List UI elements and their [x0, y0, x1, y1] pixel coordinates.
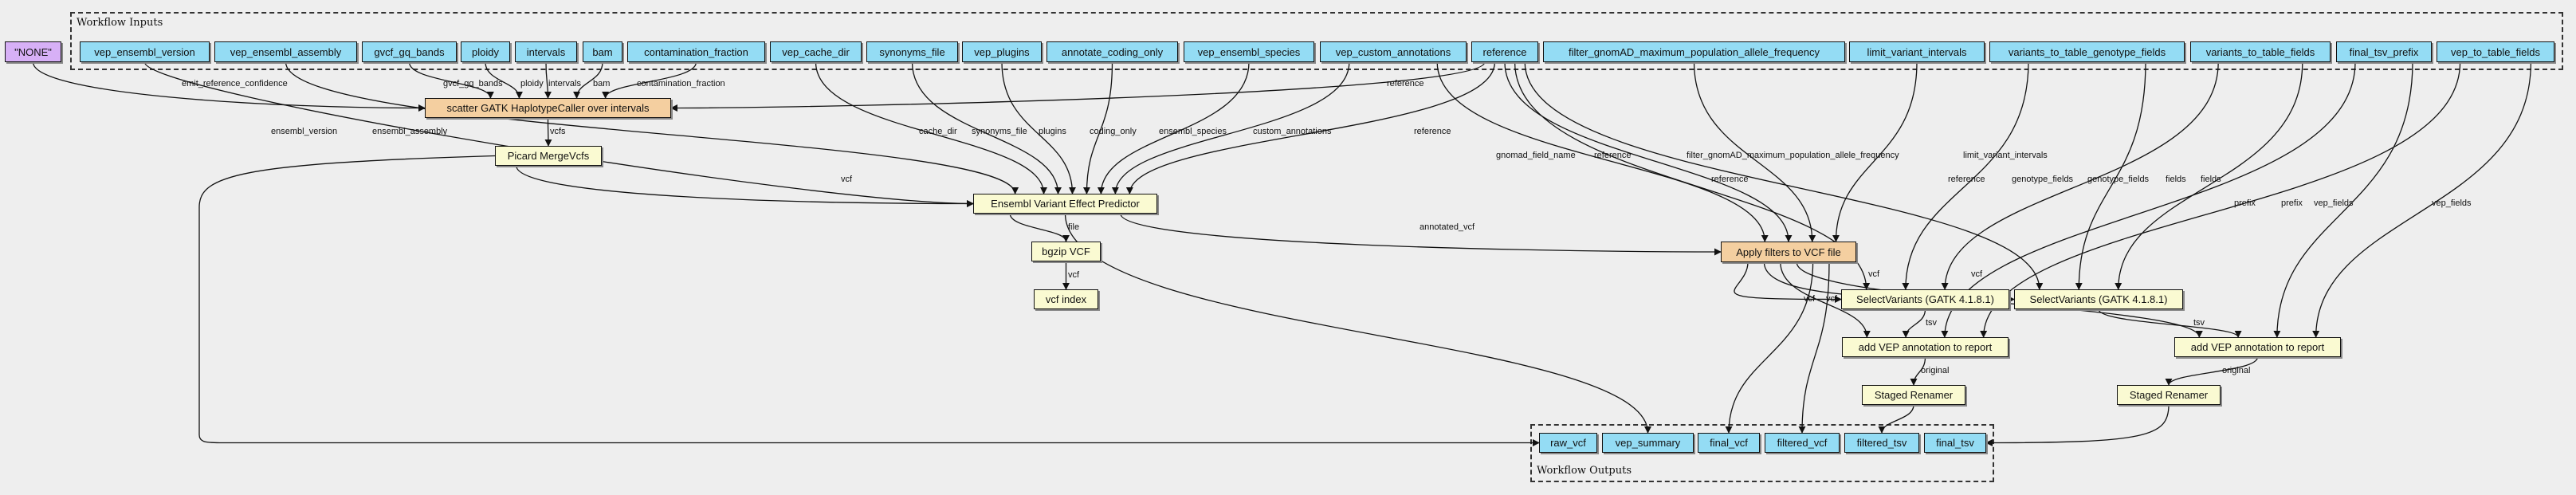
edge-vtt-genotype-fields-to-select1	[1902, 61, 2029, 290]
workflow-input-final-tsv-prefix[interactable]: final_tsv_prefix	[2336, 41, 2432, 62]
edge-vep-to-table-fields-to-addvep2	[2312, 61, 2532, 338]
workflow-step-renamer2[interactable]: Staged Renamer	[2117, 385, 2221, 405]
workflow-step-apply-filters[interactable]: Apply filters to VCF file	[1721, 242, 1856, 262]
edge-vtt-fields-to-select2	[2115, 61, 2303, 290]
workflow-step-select1[interactable]: SelectVariants (GATK 4.1.8.1)	[1841, 289, 2009, 309]
edge-gvcf-gq-bands-to-haplotypecaller	[408, 61, 494, 99]
workflow-input-vep-ensembl-assembly[interactable]: vep_ensembl_assembly	[214, 41, 357, 62]
workflow-input-vep-to-table-fields[interactable]: vep_to_table_fields	[2437, 41, 2554, 62]
workflow-input-vtt-fields[interactable]: variants_to_table_fields	[2190, 41, 2331, 62]
edge-vtt-genotype-fields-to-select2	[2075, 61, 2146, 290]
edge-vep-to-table-fields-to-addvep1	[1980, 61, 2461, 338]
workflow-input-vep-plugins[interactable]: vep_plugins	[962, 41, 1042, 62]
workflow-input-filter-gnomad[interactable]: filter_gnomAD_maximum_population_allele_…	[1543, 41, 1845, 62]
workflow-input-ploidy[interactable]: ploidy	[461, 41, 510, 62]
edge-reference-to-haplotypecaller	[670, 61, 1486, 112]
workflow-output-final-vcf[interactable]: final_vcf	[1698, 433, 1760, 453]
workflow-output-filtered-tsv[interactable]: filtered_tsv	[1844, 433, 1919, 453]
workflow-step-mergevcfs[interactable]: Picard MergeVcfs	[495, 146, 602, 166]
workflow-input-reference[interactable]: reference	[1471, 41, 1538, 62]
edge-apply-filters-to-final-vcf	[1725, 261, 1814, 434]
edge-vtt-fields-to-select1	[1941, 61, 2219, 290]
workflow-step-vep[interactable]: Ensembl Variant Effect Predictor	[973, 194, 1157, 214]
edge-vep-custom-annotations-to-apply-filters	[1436, 61, 1769, 242]
workflow-step-haplotypecaller[interactable]: scatter GATK HaplotypeCaller over interv…	[425, 98, 671, 118]
constant-node-none[interactable]: "NONE"	[5, 41, 61, 62]
workflow-input-annotate-coding-only[interactable]: annotate_coding_only	[1046, 41, 1178, 62]
edge-annotate-coding-only-to-vep	[1082, 61, 1113, 194]
workflow-step-vcf-index[interactable]: vcf index	[1034, 289, 1098, 309]
edge-addvep2-to-renamer2	[2165, 356, 2259, 386]
workflow-output-final-tsv[interactable]: final_tsv	[1924, 433, 1986, 453]
edge-ploidy-to-haplotypecaller	[485, 61, 523, 99]
workflow-input-limit-variant-intervals[interactable]: limit_variant_intervals	[1849, 41, 1985, 62]
edge-vep-custom-annotations-to-vep	[1111, 61, 1350, 194]
workflow-outputs-cluster: Workflow Outputs	[1530, 424, 1994, 482]
workflow-input-vep-ensembl-species[interactable]: vep_ensembl_species	[1184, 41, 1314, 62]
edge-apply-filters-to-filtered-vcf	[1798, 261, 1830, 434]
workflow-input-vep-ensembl-version[interactable]: vep_ensembl_version	[80, 41, 210, 62]
edge-renamer2-to-final-tsv	[1985, 404, 2170, 447]
edge-haplotypecaller-to-mergevcfs	[544, 117, 552, 147]
edge-addvep1-to-renamer1	[1910, 356, 1926, 386]
edge-select2-to-addvep2	[2098, 308, 2242, 338]
edge-vep-plugins-to-vep	[1001, 61, 1077, 194]
edge-reference-to-select2	[1524, 61, 2044, 290]
workflow-input-vtt-genotype-fields[interactable]: variants_to_table_genotype_fields	[1989, 41, 2185, 62]
workflow-input-contamination-fraction[interactable]: contamination_fraction	[627, 41, 765, 62]
edge-mergevcfs-to-vep	[516, 165, 974, 208]
edge-final-tsv-prefix-to-addvep2	[2273, 61, 2413, 338]
workflow-input-intervals[interactable]: intervals	[515, 41, 577, 62]
edge-limit-variant-intervals-to-apply-filters	[1832, 61, 1918, 242]
edge-filter-gnomad-to-apply-filters	[1693, 61, 1816, 242]
edge-vep-to-apply-filters	[1120, 213, 1722, 256]
edge-vep-ensembl-assembly-to-vep	[285, 61, 1019, 194]
edge-none-to-haplotypecaller	[32, 61, 426, 112]
workflow-output-raw-vcf[interactable]: raw_vcf	[1539, 433, 1597, 453]
edge-reference-to-apply-filters	[1504, 61, 1793, 242]
workflow-input-synonyms-file[interactable]: synonyms_file	[866, 41, 958, 62]
workflow-input-gvcf-gq-bands[interactable]: gvcf_gq_bands	[362, 41, 457, 62]
workflow-outputs-title: Workflow Outputs	[1537, 465, 1632, 477]
edge-vep-to-bgzip	[1009, 213, 1070, 242]
workflow-inputs-title: Workflow Inputs	[77, 17, 163, 29]
edge-vep-ensembl-species-to-vep	[1097, 61, 1250, 194]
workflow-output-filtered-vcf[interactable]: filtered_vcf	[1765, 433, 1840, 453]
edge-apply-filters-to-select1	[1734, 261, 1842, 304]
workflow-input-vep-custom-annotations[interactable]: vep_custom_annotations	[1320, 41, 1467, 62]
edge-contamination-fraction-to-haplotypecaller	[602, 61, 697, 99]
workflow-step-select2[interactable]: SelectVariants (GATK 4.1.8.1)	[2014, 289, 2183, 309]
edge-vep-cache-dir-to-vep	[815, 61, 1048, 194]
edge-vep-to-vep-summary	[1064, 213, 1652, 434]
workflow-step-addvep1[interactable]: add VEP annotation to report	[1842, 337, 2009, 357]
workflow-step-addvep2[interactable]: add VEP annotation to report	[2174, 337, 2341, 357]
edge-bam-to-haplotypecaller	[573, 61, 603, 99]
edge-synonyms-file-to-vep	[911, 61, 1062, 194]
workflow-input-bam[interactable]: bam	[583, 41, 622, 62]
workflow-output-vep-summary[interactable]: vep_summary	[1602, 433, 1694, 453]
workflow-inputs-cluster: Workflow Inputs	[70, 12, 2563, 70]
edge-intervals-to-haplotypecaller	[544, 61, 552, 99]
workflow-input-vep-cache-dir[interactable]: vep_cache_dir	[770, 41, 862, 62]
edge-reference-to-vep	[1125, 61, 1496, 194]
edge-renamer1-to-filtered-tsv	[1878, 404, 1914, 434]
edge-select1-to-addvep1	[1902, 308, 1926, 338]
workflow-step-renamer1[interactable]: Staged Renamer	[1862, 385, 1965, 405]
edge-apply-filters-to-addvep1	[1780, 261, 1871, 338]
workflow-step-bgzip[interactable]: bgzip VCF	[1031, 242, 1101, 261]
edge-vep-ensembl-version-to-vep	[143, 61, 974, 208]
edge-mergevcfs-to-raw-vcf	[198, 155, 1540, 447]
